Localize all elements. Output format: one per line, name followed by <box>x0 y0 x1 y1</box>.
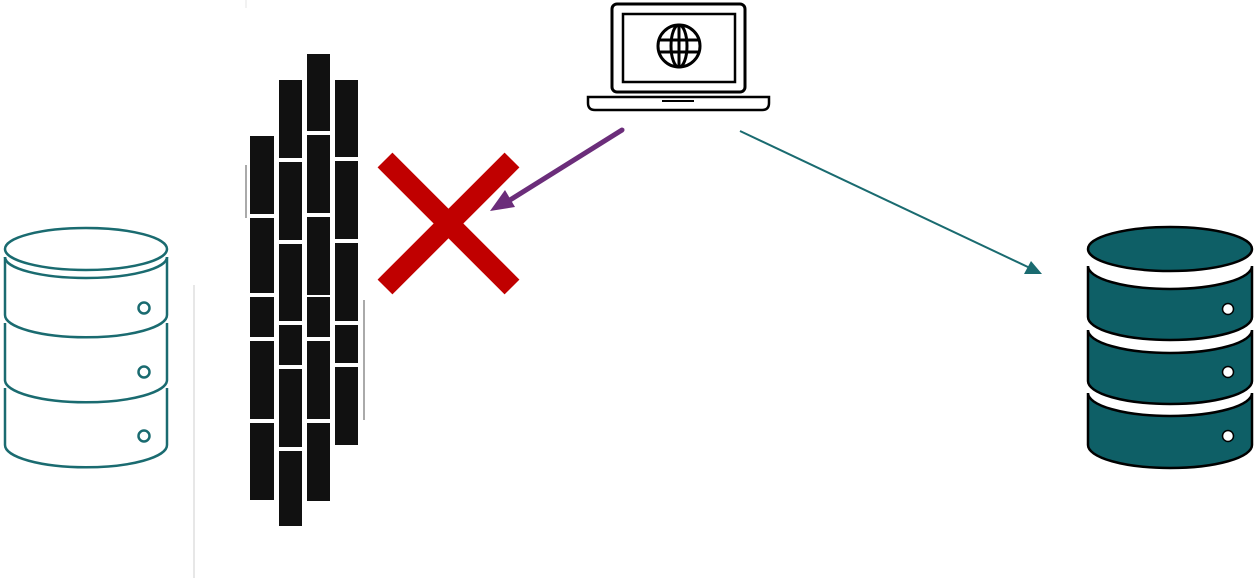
cross-icon <box>385 160 512 287</box>
database-outline-icon <box>5 228 167 467</box>
database-filled-icon <box>1088 227 1252 468</box>
laptop-globe-icon <box>588 4 769 110</box>
allowed-connection-arrow <box>740 131 1042 274</box>
brick-wall-icon <box>250 54 358 526</box>
